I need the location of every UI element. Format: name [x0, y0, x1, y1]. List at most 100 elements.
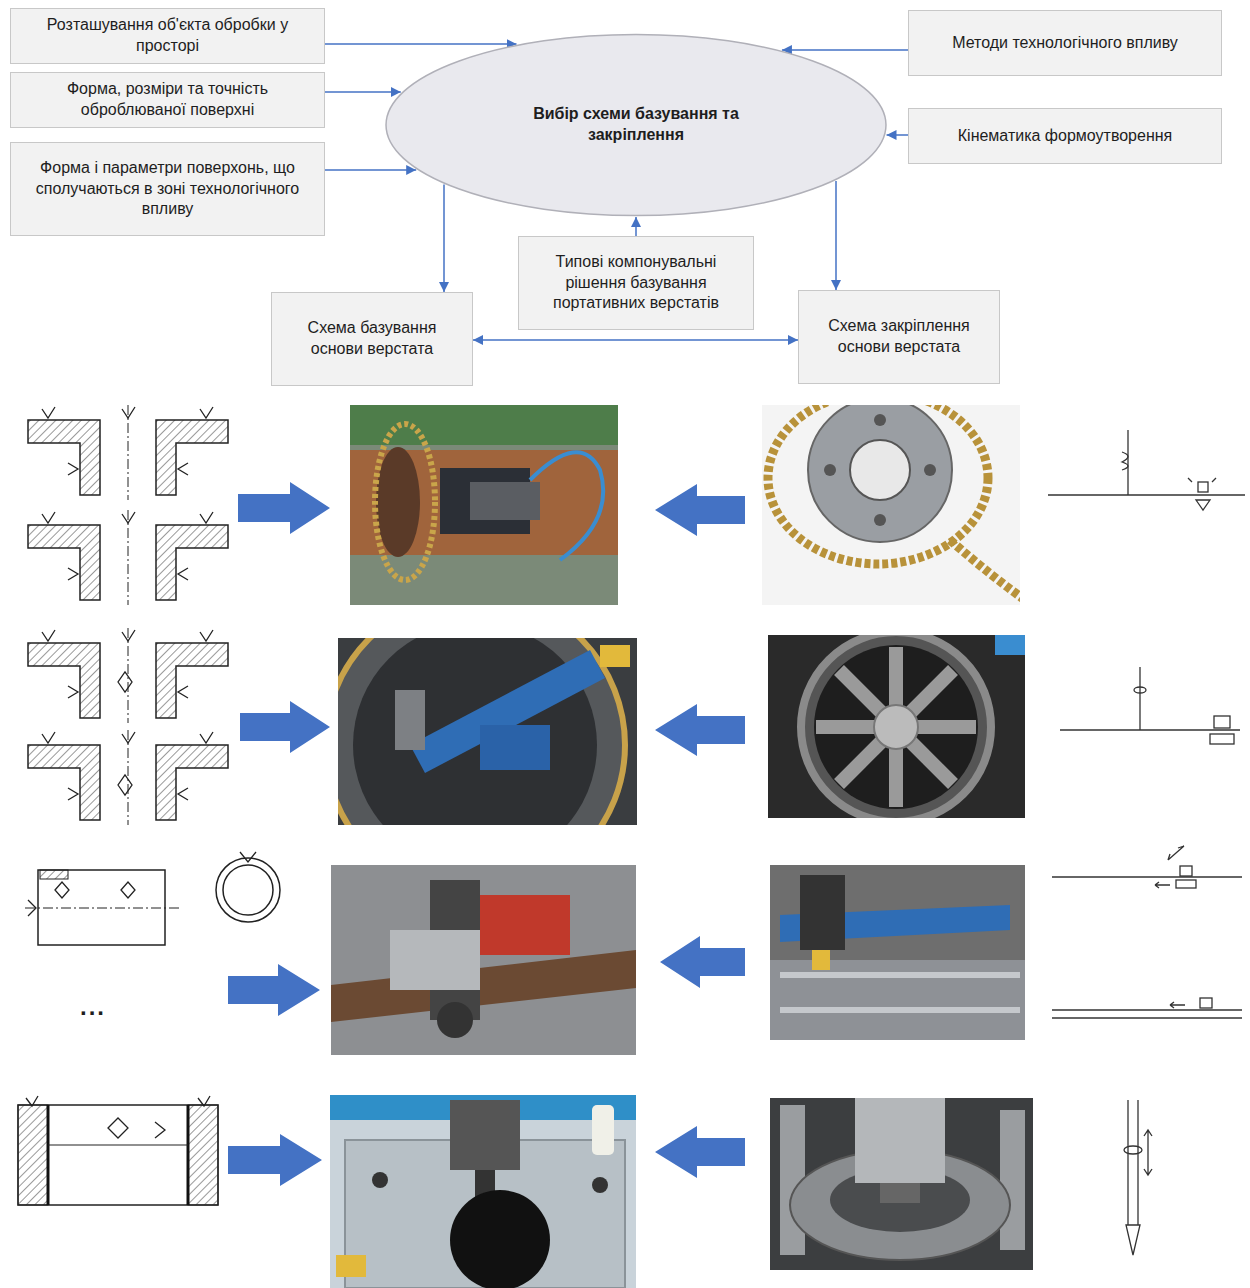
- node-text: Кінематика формоутворення: [958, 126, 1172, 147]
- clamp-symbol: [1210, 734, 1234, 744]
- hole: [592, 1177, 608, 1193]
- symbol-line: [1052, 1017, 1242, 1018]
- bottle: [592, 1105, 614, 1155]
- rail-photo: [770, 865, 1025, 1040]
- hose: [530, 452, 603, 560]
- clamp-photo: [762, 405, 1020, 605]
- process-box: Форма, розміри та точність оброблюваної …: [10, 72, 325, 128]
- node-text: Схема закріплення основи верстата: [807, 316, 991, 358]
- flow-arrow: [473, 339, 798, 341]
- machine-body: [855, 1098, 945, 1183]
- ellipsis-label: ...: [80, 993, 106, 1021]
- flange-section: [28, 628, 228, 723]
- axis-line: [25, 908, 182, 909]
- flow-arrow: [325, 169, 416, 171]
- arrow-mark: [1168, 846, 1184, 860]
- decision-ellipse: Вибір схеми базування та закріплення: [384, 33, 888, 217]
- flange-disc: [808, 405, 952, 542]
- plate-outline: [18, 1105, 218, 1205]
- machine-slide: [390, 930, 480, 990]
- flow-arrow: [325, 43, 517, 45]
- milling-photo: [331, 865, 636, 1055]
- plate-wall: [18, 1105, 48, 1205]
- symbol-line: [1060, 729, 1240, 730]
- ring: [801, 635, 991, 818]
- machine-head: [800, 875, 845, 950]
- post: [1000, 1110, 1025, 1250]
- block-arrow: [228, 964, 320, 1016]
- clamp-symbol: [1214, 716, 1230, 728]
- shaft-sketch: [25, 852, 280, 945]
- stop: [336, 1255, 366, 1277]
- datum-mark: [155, 1122, 165, 1138]
- datum-diamond: [118, 672, 132, 692]
- block-arrow: [655, 1126, 745, 1178]
- flow-arrow: [443, 185, 445, 292]
- flange-section: [28, 730, 228, 825]
- datum-diamond: [108, 1118, 128, 1138]
- datum-diamond: [121, 882, 135, 898]
- plate-wall: [188, 1105, 218, 1205]
- flange-section: [28, 405, 228, 500]
- kinematic-symbols: [1048, 430, 1245, 1255]
- bolt-hole: [824, 464, 836, 476]
- clamp-symbol: [1198, 482, 1208, 492]
- tab: [600, 645, 630, 667]
- block-arrow: [238, 482, 330, 534]
- photo-ground: [331, 865, 636, 1055]
- block-arrow: [660, 936, 745, 988]
- flow-arrow: [835, 181, 837, 290]
- drill-tip: [1126, 1225, 1140, 1255]
- feed-arrow: [1144, 1130, 1152, 1175]
- machine-block: [480, 725, 550, 770]
- process-box: Кінематика формоутворення: [908, 108, 1222, 164]
- tool: [812, 950, 830, 970]
- rail: [780, 1007, 1020, 1013]
- flow-arrow: [887, 134, 908, 136]
- shaft-end-view: [223, 865, 273, 915]
- symbol-line: [1048, 494, 1245, 495]
- node-text: Методи технологічного впливу: [952, 33, 1178, 54]
- machine-photo: [350, 405, 618, 605]
- node-text: Форма, розміри та точність оброблюваної …: [19, 79, 316, 121]
- symbol-line: [1052, 1009, 1242, 1010]
- symbol-line: [1127, 430, 1128, 495]
- block-arrow: [655, 704, 745, 756]
- tool-holder: [880, 1183, 920, 1203]
- tab: [995, 635, 1025, 655]
- node-text: Форма і параметри поверхонь, що сполучаю…: [19, 158, 316, 220]
- arrow-mark: [1188, 478, 1216, 482]
- ring-inner: [814, 645, 978, 809]
- datum-mark: [240, 852, 256, 862]
- roller: [437, 1002, 473, 1038]
- tool-symbol: [1180, 866, 1192, 876]
- flange-section: [28, 510, 228, 605]
- pipe: [331, 950, 636, 1022]
- bore: [450, 1190, 550, 1288]
- block-arrow: [240, 701, 330, 753]
- tool-symbol: [1200, 998, 1212, 1008]
- machine-photo: [338, 638, 637, 825]
- machine-cylinder: [470, 482, 540, 520]
- chain: [375, 424, 435, 580]
- ellipse-shape: [384, 33, 888, 217]
- datum-diamond: [55, 882, 69, 898]
- node-text: Типові компонувальні рішення базування п…: [527, 252, 745, 314]
- datum-mark: [198, 1096, 210, 1106]
- bore-edge: [187, 1105, 190, 1205]
- rotation-mark: [1122, 452, 1128, 470]
- process-box: Форма і параметри поверхонь, що сполучаю…: [10, 142, 325, 236]
- table: [770, 960, 1025, 1040]
- spindle-line: [1137, 1100, 1138, 1225]
- clamp-symbol: [1196, 500, 1210, 510]
- datum-mark: [28, 900, 36, 916]
- flow-arrow: [325, 91, 401, 93]
- ellipse-outline: [386, 34, 886, 215]
- block-arrow: [228, 1134, 322, 1186]
- flow-arrow: [782, 49, 908, 51]
- bore-line: [48, 1144, 188, 1145]
- motor: [395, 690, 425, 750]
- process-box: Схема закріплення основи верстата: [798, 290, 1000, 384]
- photo-ground: [350, 405, 618, 605]
- boring-arm: [410, 650, 605, 773]
